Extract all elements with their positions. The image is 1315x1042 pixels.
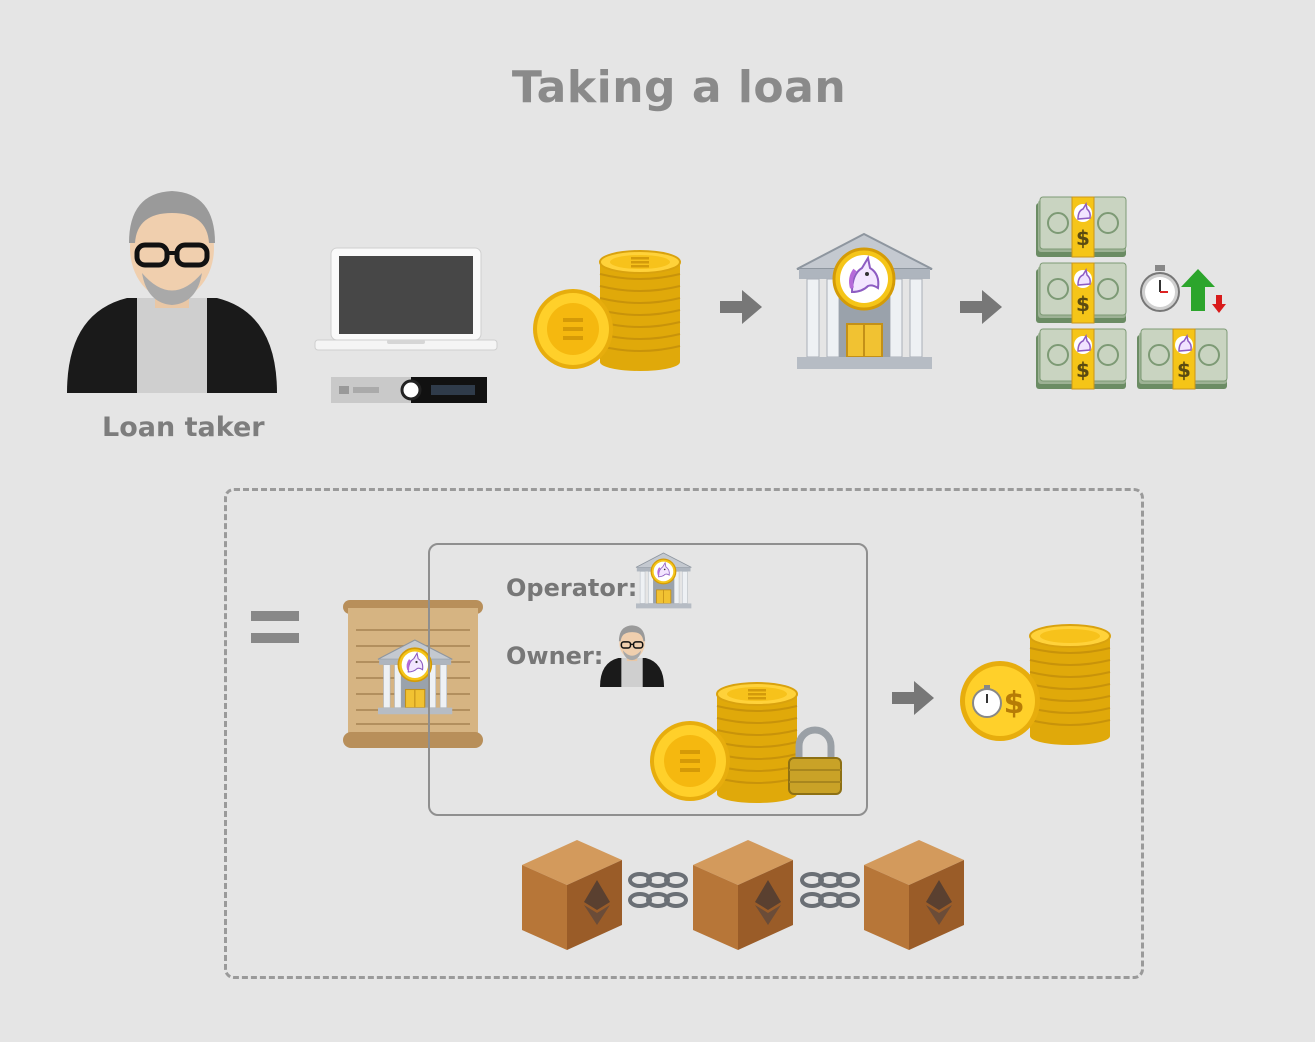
block-box-icon [864,840,964,950]
block-box-icon [693,840,793,950]
bank-unicorn-icon [795,232,934,371]
loan-taker-label: Loan taker [102,412,265,443]
laptop-icon [314,247,498,351]
money-bundle-icon [1035,328,1127,390]
money-bundle-icon [1136,328,1228,390]
person-avatar-icon [67,193,279,393]
padlock-icon [788,726,842,795]
chain-link-icon [800,872,860,908]
arrow-down-icon [1212,295,1226,313]
contract-detail-box [428,543,868,816]
arrow-up-icon [1181,269,1215,311]
blockchain-container [224,488,1144,979]
eth-coin-stack-icon [649,682,798,804]
stopwatch-icon [1140,265,1180,312]
hardware-wallet-icon [331,377,487,403]
bank-unicorn-icon [635,552,693,610]
operator-label: Operator: [506,574,638,602]
page-title: Taking a loan [511,62,847,113]
arrow-right-icon [720,290,762,324]
eth-coin-stack-icon [532,250,681,372]
scroll-contract-icon [343,600,483,748]
equals-icon [251,611,299,643]
chain-link-icon [628,872,688,908]
block-box-icon [522,840,622,950]
money-bundle-icon [1035,262,1127,324]
money-bundle-icon [1035,196,1127,258]
svg-text:$: $ [1004,686,1025,721]
owner-label: Owner: [506,642,604,670]
arrow-right-icon [892,681,934,715]
timed-coin-stack-icon: $ [960,624,1111,745]
arrow-right-icon [960,290,1002,324]
